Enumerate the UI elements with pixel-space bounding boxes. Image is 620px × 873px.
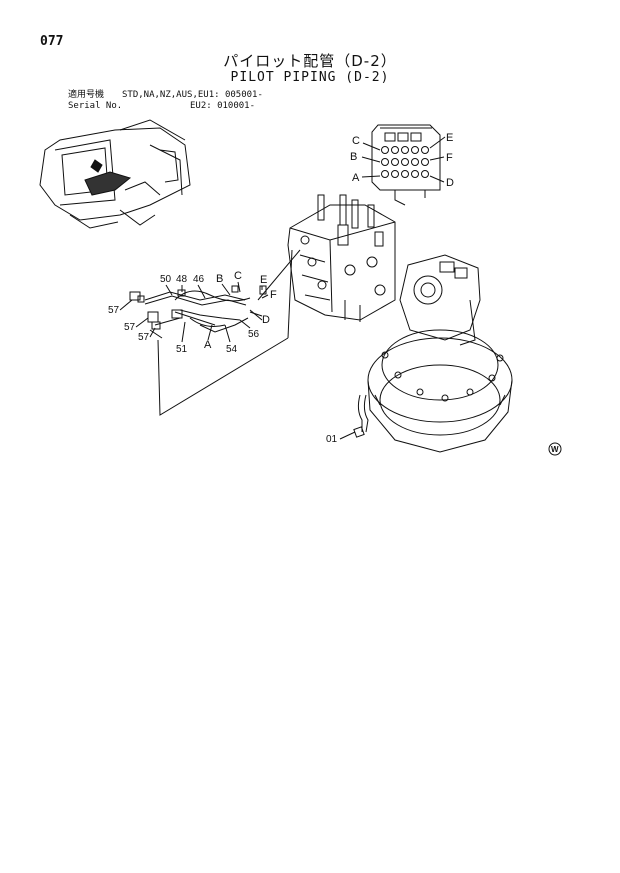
page-title-japanese: パイロット配管（D-2） [223, 52, 397, 70]
label-valve-port-B: B [350, 151, 357, 163]
applicability-labels: 適用号機 Serial No. [68, 90, 122, 112]
label-valve-port-D: D [446, 177, 454, 189]
serial-range-1: STD,NA,NZ,AUS,EU1: 005001- [122, 90, 263, 100]
label-port-A: A [204, 339, 212, 351]
label-part-57-bottom: 57 [138, 332, 150, 343]
page-number: 077 [40, 34, 64, 49]
label-part-57-mid: 57 [124, 322, 136, 333]
model-label: 適用号機 [68, 90, 105, 100]
label-part-50: 50 [160, 274, 172, 285]
pilot-hose-detail [129, 249, 301, 416]
label-port-B: B [216, 273, 223, 285]
w-mark-letter: W [551, 445, 559, 454]
page-title-english: PILOT PIPING (D-2) [230, 70, 390, 85]
applicability-values: STD,NA,NZ,AUS,EU1: 005001- EU2: 010001- [122, 90, 263, 112]
label-valve-port-E: E [446, 132, 453, 144]
label-part-57-top: 57 [108, 305, 120, 316]
label-port-E: E [260, 274, 267, 286]
label-part-48: 48 [176, 274, 188, 285]
serial-label: Serial No. [68, 101, 123, 111]
label-part-56: 56 [248, 329, 260, 340]
part-labels: 50 48 46 57 57 57 51 54 56 01 B C E F D … [108, 132, 454, 445]
label-part-51: 51 [176, 344, 188, 355]
leader-lines [119, 281, 356, 440]
label-port-D: D [262, 314, 270, 326]
label-valve-port-A: A [352, 172, 360, 184]
label-part-01: 01 [326, 434, 338, 445]
label-valve-port-C: C [352, 135, 360, 147]
label-port-F: F [270, 289, 277, 301]
control-valve [287, 194, 396, 322]
pilot-valve-block-detail [361, 124, 446, 206]
label-part-54: 54 [226, 344, 238, 355]
excavator-location-illustration [39, 119, 191, 229]
label-part-46: 46 [193, 274, 205, 285]
w-mark: W [548, 442, 562, 456]
label-port-C: C [234, 270, 242, 282]
label-valve-port-F: F [446, 152, 453, 164]
serial-range-2: EU2: 010001- [190, 101, 256, 111]
swing-motor [353, 254, 513, 453]
